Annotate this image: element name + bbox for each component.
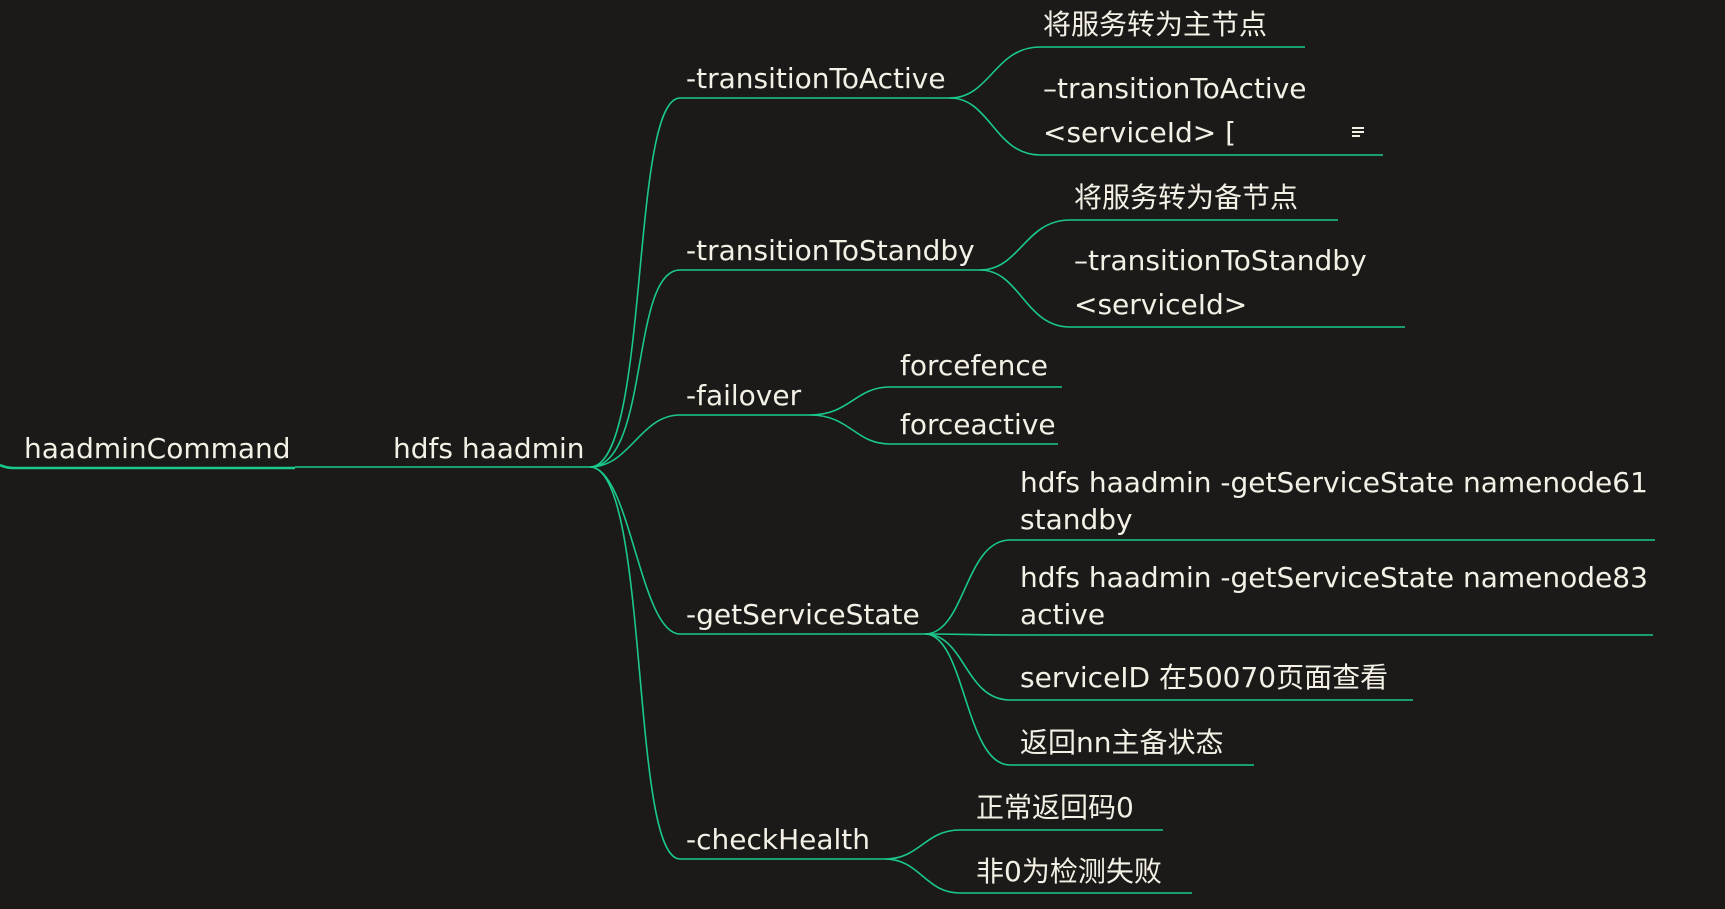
edge-standby-child-1: [979, 219, 1071, 271]
edge-active-child-2: [949, 97, 1041, 156]
node-transition-to-active[interactable]: -transitionToActive: [686, 62, 946, 95]
failover-child-forcefence[interactable]: forcefence: [900, 349, 1048, 382]
root-underline: [0, 463, 295, 470]
edge-failover-child-2: [809, 414, 891, 445]
standby-child-usage-line-1[interactable]: –transitionToStandby: [1074, 244, 1367, 277]
node-get-service-state[interactable]: -getServiceState: [686, 598, 920, 631]
note-icon[interactable]: [1352, 127, 1364, 137]
node-failover[interactable]: -failover: [686, 379, 802, 412]
state-child-2-line-1[interactable]: hdfs haadmin -getServiceState namenode83: [1020, 561, 1648, 594]
active-child-usage-line-1[interactable]: –transitionToActive: [1043, 72, 1306, 105]
health-child-2[interactable]: 非0为检测失败: [976, 855, 1162, 888]
active-child-desc[interactable]: 将服务转为主节点: [1043, 8, 1267, 41]
edge-state-child-1: [924, 539, 1011, 635]
state-child-2-line-2[interactable]: active: [1020, 598, 1105, 631]
edge-health-child-2: [884, 858, 961, 894]
node-transition-to-standby[interactable]: -transitionToStandby: [686, 234, 975, 267]
edge-hub-getServiceState: [589, 466, 681, 635]
node-labels: haadminCommand hdfs haadmin -transitionT…: [24, 8, 1648, 888]
edge-hub-transitionToActive: [589, 97, 681, 468]
active-child-usage-line-2[interactable]: <serviceId> [: [1043, 116, 1236, 149]
node-check-health[interactable]: -checkHealth: [686, 823, 870, 856]
edge-state-child-3: [924, 633, 1011, 701]
failover-child-forceactive[interactable]: forceactive: [900, 408, 1056, 441]
edge-state-child-4: [924, 633, 1011, 766]
edge-active-child-1: [949, 46, 1041, 99]
edge-state-child-2: [924, 633, 1011, 636]
state-child-3[interactable]: serviceID 在50070页面查看: [1020, 661, 1388, 694]
node-underlines: [0, 46, 1655, 894]
hub-node[interactable]: hdfs haadmin: [393, 432, 585, 465]
edge-failover-child-1: [809, 386, 891, 416]
standby-child-usage-line-2[interactable]: <serviceId>: [1074, 288, 1247, 321]
edge-hub-transitionToStandby: [589, 269, 681, 468]
state-child-4[interactable]: 返回nn主备状态: [1020, 726, 1224, 759]
root-node[interactable]: haadminCommand: [24, 432, 291, 465]
edge-standby-child-2: [979, 269, 1071, 328]
connector-edges: [295, 46, 1071, 894]
state-child-1-line-2[interactable]: standby: [1020, 503, 1133, 536]
edge-hub-failover: [589, 414, 681, 468]
state-child-1-line-1[interactable]: hdfs haadmin -getServiceState namenode61: [1020, 466, 1648, 499]
edge-health-child-1: [884, 829, 961, 860]
edge-hub-checkHealth: [589, 466, 681, 860]
health-child-1[interactable]: 正常返回码0: [976, 791, 1134, 824]
standby-child-desc[interactable]: 将服务转为备节点: [1074, 181, 1298, 214]
